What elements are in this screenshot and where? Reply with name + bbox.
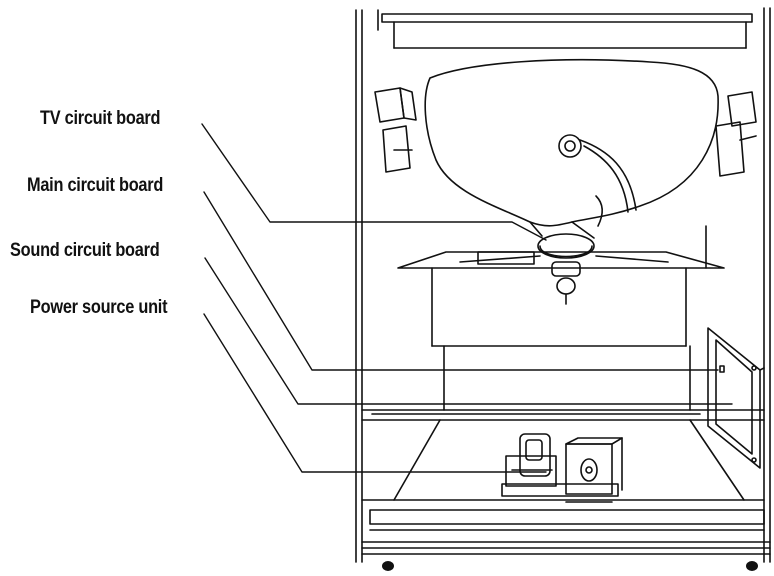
tube-neck: [537, 233, 595, 305]
leader-lines: [201, 123, 733, 473]
label-tv-circuit-board: TV circuit board: [40, 108, 161, 129]
leader-power: [203, 313, 547, 473]
right-bracket: [715, 91, 757, 177]
label-power-source-unit: Power source unit: [30, 297, 168, 318]
power-unit: [501, 433, 623, 503]
label-sound-circuit-board: Sound circuit board: [10, 240, 160, 261]
tv-chassis: [397, 225, 725, 347]
side-circuit-panel: [707, 327, 765, 469]
label-main-circuit-board: Main circuit board: [27, 175, 164, 196]
left-bracket: [374, 87, 417, 173]
leader-main: [203, 191, 719, 371]
cabinet-frame: [355, 7, 771, 563]
cabinet-base: [361, 499, 771, 555]
feet: [382, 561, 758, 571]
leader-sound: [204, 257, 733, 405]
middle-shelf: [361, 345, 765, 415]
crt-tube: [424, 58, 719, 239]
leader-tv: [201, 123, 547, 241]
lower-compartment: [361, 419, 765, 501]
